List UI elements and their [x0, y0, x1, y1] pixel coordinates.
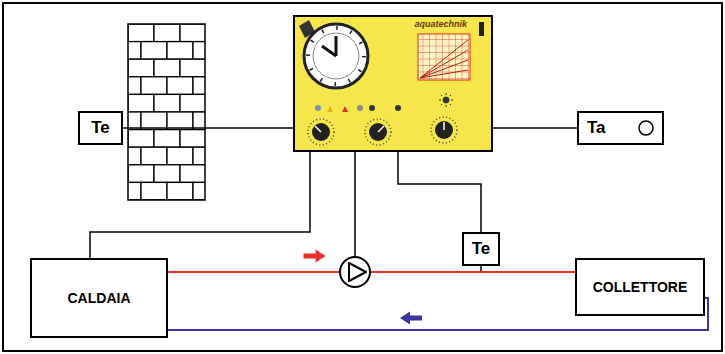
- brick: [167, 147, 193, 165]
- brick: [180, 130, 205, 148]
- ring: [639, 121, 653, 135]
- room-sensor-symbol: [636, 118, 656, 138]
- brick: [154, 165, 180, 183]
- manifold-box: COLLETTORE: [575, 258, 705, 316]
- clock-hand: [335, 36, 338, 56]
- brand-text: aquatechnik: [414, 19, 467, 29]
- pipe: [168, 271, 575, 273]
- brick: [167, 42, 193, 60]
- pump-wire: [354, 152, 356, 257]
- sensor-box: Ta: [577, 111, 664, 145]
- brick: [193, 42, 205, 60]
- sun-icon: [439, 93, 453, 107]
- clock-face: [304, 24, 368, 88]
- brick: [128, 112, 141, 130]
- node-label: Te: [472, 239, 491, 259]
- brick: [141, 147, 167, 165]
- brick: [141, 42, 167, 60]
- brick: [128, 182, 141, 200]
- brick: [128, 130, 154, 148]
- chart-curves: [420, 40, 468, 78]
- brick: [128, 147, 141, 165]
- brick: [128, 59, 154, 77]
- wire: [398, 152, 481, 232]
- brick: [167, 182, 193, 200]
- node-label: CALDAIA: [68, 290, 131, 306]
- switch: [479, 22, 484, 36]
- brick: [128, 77, 141, 95]
- brick: [154, 94, 180, 112]
- node-label: Te: [91, 118, 110, 138]
- knob: [431, 117, 457, 143]
- brick: [141, 112, 167, 130]
- brick: [180, 94, 205, 112]
- clock-ring: [313, 33, 359, 79]
- sensor-box: Te: [462, 232, 500, 266]
- brick: [167, 112, 193, 130]
- frame: [3, 3, 722, 351]
- flow-arrow: [400, 312, 422, 325]
- brick: [167, 77, 193, 95]
- brick: [141, 182, 167, 200]
- brick: [141, 77, 167, 95]
- clock-ticks: [308, 28, 364, 84]
- brick: [154, 59, 180, 77]
- brick: [154, 130, 180, 148]
- brick: [193, 147, 205, 165]
- node-label: COLLETTORE: [593, 279, 688, 295]
- wire: [493, 127, 577, 129]
- brick: [193, 182, 205, 200]
- node-label: Ta: [587, 118, 606, 138]
- knob: [308, 119, 334, 145]
- flow-arrow: [304, 250, 326, 263]
- brick: [128, 94, 154, 112]
- controller-face: [293, 15, 493, 152]
- curve-chart: [418, 34, 470, 80]
- boiler-box: CALDAIA: [30, 258, 168, 338]
- controller-panel: [293, 15, 493, 152]
- chart-grid: [418, 34, 470, 80]
- brick: [193, 112, 205, 130]
- controller-box: aquatechnik: [293, 15, 493, 152]
- clock-hand: [322, 46, 336, 56]
- brick: [180, 59, 205, 77]
- indicator-row: [315, 105, 401, 112]
- wall-outline: [128, 24, 205, 200]
- brick-wall: [128, 24, 205, 200]
- sensor-box: Te: [78, 111, 123, 145]
- wire: [90, 152, 310, 258]
- brick: [180, 24, 205, 42]
- brick: [180, 165, 205, 183]
- wire: [123, 127, 293, 129]
- brick: [128, 24, 154, 42]
- brick: [128, 165, 154, 183]
- brick: [154, 24, 180, 42]
- knob: [365, 119, 391, 145]
- brick: [128, 42, 141, 60]
- pump-triangle: [349, 263, 366, 281]
- brick: [193, 77, 205, 95]
- pump-symbol: [340, 257, 370, 287]
